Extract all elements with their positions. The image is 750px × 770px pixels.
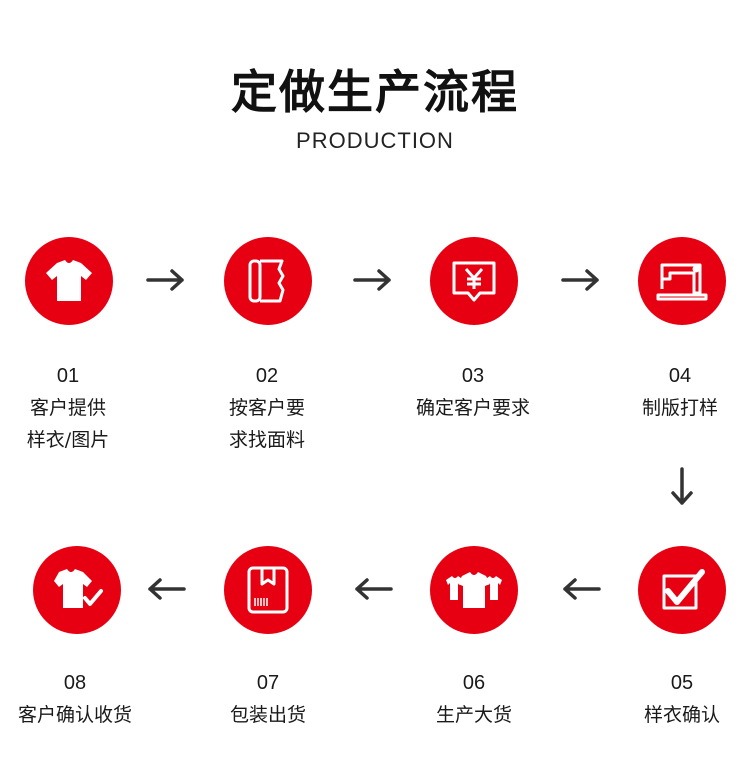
- step-06-text: 06 生产大货: [389, 667, 559, 731]
- step-label: 制版打样: [641, 397, 718, 419]
- step-label: 样衣/图片: [26, 429, 110, 451]
- step-label: 客户提供: [29, 397, 106, 419]
- page-title: 定做生产流程: [231, 65, 519, 119]
- step-number: 06: [462, 672, 486, 694]
- fabric-roll-icon: [248, 259, 285, 303]
- step-07-text: 07 包装出货: [183, 667, 353, 731]
- step-number: 03: [461, 365, 485, 387]
- sewing-machine-icon: [656, 263, 708, 301]
- step-number: 05: [670, 672, 694, 694]
- step-number: 04: [668, 365, 692, 387]
- step-03-text: 03 确定客户要求: [388, 360, 558, 424]
- step-01-circle: [25, 237, 113, 325]
- arrow-right-icon: [353, 269, 391, 291]
- step-01-text: 01 客户提供 样衣/图片: [0, 360, 153, 456]
- multiple-tshirts-icon: [446, 572, 502, 608]
- page-subtitle: PRODUCTION: [296, 128, 454, 153]
- step-08-circle: [33, 546, 121, 634]
- arrow-left-icon: [563, 578, 601, 600]
- step-label: 生产大货: [435, 704, 512, 726]
- step-label: 样衣确认: [643, 704, 720, 726]
- step-label: 按客户要: [228, 397, 305, 419]
- package-box-icon: [247, 566, 289, 614]
- tshirt-icon: [46, 260, 92, 301]
- arrow-right-icon: [146, 269, 184, 291]
- step-label: 包装出货: [229, 704, 306, 726]
- step-04-text: 04 制版打样: [595, 360, 750, 424]
- checkbox-icon: [662, 569, 705, 610]
- step-06-circle: [430, 546, 518, 634]
- step-05-text: 05 样衣确认: [597, 667, 750, 731]
- step-number: 02: [255, 365, 279, 387]
- step-number: 01: [56, 365, 80, 387]
- step-label: 确定客户要求: [415, 397, 530, 419]
- arrow-down-icon: [671, 467, 693, 505]
- arrow-right-icon: [561, 269, 599, 291]
- step-number: 07: [256, 672, 280, 694]
- tshirt-check-icon: [54, 569, 103, 608]
- step-07-circle: [224, 546, 312, 634]
- step-05-circle: [638, 546, 726, 634]
- step-number: 08: [63, 672, 87, 694]
- step-02-text: 02 按客户要 求找面料: [182, 360, 352, 456]
- arrow-left-icon: [355, 578, 393, 600]
- step-08-text: 08 客户确认收货: [0, 667, 160, 731]
- step-02-circle: [224, 237, 312, 325]
- yen-chat-icon: [452, 261, 496, 302]
- step-03-circle: [430, 237, 518, 325]
- arrow-left-icon: [148, 578, 186, 600]
- step-label: 求找面料: [228, 429, 305, 451]
- step-label: 客户确认收货: [17, 704, 132, 726]
- step-04-circle: [638, 237, 726, 325]
